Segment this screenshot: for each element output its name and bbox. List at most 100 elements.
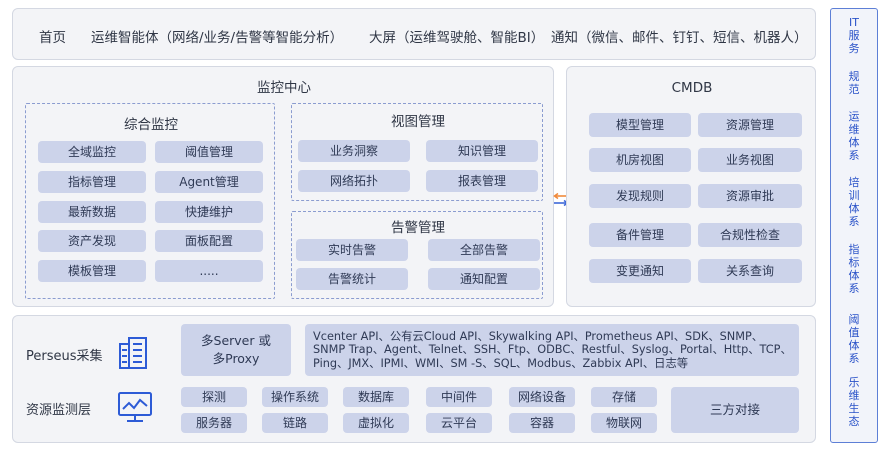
monitor-center-title: 监控中心 bbox=[257, 80, 311, 96]
sidebar-char: 阈 bbox=[848, 313, 860, 326]
sidebar-char: 规 bbox=[848, 70, 860, 83]
resource-cloud-platform[interactable]: 云平台 bbox=[426, 413, 492, 433]
alert-mgmt-group: 告警管理 实时告警 全部告警 告警统计 通知配置 bbox=[291, 211, 543, 299]
item-all-alerts[interactable]: 全部告警 bbox=[428, 239, 540, 261]
item-template-mgmt[interactable]: 模板管理 bbox=[38, 260, 146, 282]
sidebar-char: 标 bbox=[848, 256, 860, 269]
sidebar-char: IT bbox=[849, 16, 859, 29]
sidebar-char: 态 bbox=[848, 415, 860, 428]
item-global-monitor[interactable]: 全域监控 bbox=[38, 141, 146, 163]
cmdb-title: CMDB bbox=[671, 80, 713, 96]
resource-monitor-label: 资源监测层 bbox=[26, 403, 92, 418]
item-report-mgmt[interactable]: 报表管理 bbox=[426, 170, 538, 192]
item-metric-mgmt[interactable]: 指标管理 bbox=[38, 171, 146, 193]
sidebar-group-4[interactable]: 指标体系 bbox=[840, 243, 868, 295]
item-knowledge-mgmt[interactable]: 知识管理 bbox=[426, 140, 538, 162]
sidebar-char: 体 bbox=[848, 269, 860, 282]
sidebar-char: 体 bbox=[848, 202, 860, 215]
item-relation-query[interactable]: 关系查询 bbox=[698, 259, 802, 283]
sidebar-char: 范 bbox=[848, 83, 860, 96]
item-network-topology[interactable]: 网络拓扑 bbox=[298, 170, 410, 192]
item-threshold-mgmt[interactable]: 阈值管理 bbox=[155, 141, 263, 163]
sidebar-group-2[interactable]: 运维体系 bbox=[840, 110, 868, 162]
sidebar-char: 维 bbox=[848, 389, 860, 402]
sidebar-char: 生 bbox=[848, 402, 860, 415]
sidebar-char: 服 bbox=[848, 29, 860, 42]
sidebar-char: 维 bbox=[848, 123, 860, 136]
comprehensive-monitor-title: 综合监控 bbox=[124, 117, 178, 133]
sidebar-char: 系 bbox=[848, 149, 860, 162]
third-party-integration[interactable]: 三方对接 bbox=[671, 387, 799, 433]
protocols-line-2: SNMP Trap、Agent、Telnet、SSH、Ftp、ODBC、Rest… bbox=[313, 343, 792, 357]
item-change-notify[interactable]: 变更通知 bbox=[589, 259, 691, 283]
resource-container[interactable]: 容器 bbox=[509, 413, 575, 433]
resource-probe[interactable]: 探测 bbox=[181, 387, 247, 407]
sidebar-char: 训 bbox=[848, 189, 860, 202]
resource-network-device[interactable]: 网络设备 bbox=[509, 387, 575, 407]
protocols-box: Vcenter API、公有云Cloud API、Skywalking API、… bbox=[305, 324, 799, 376]
item-model-mgmt[interactable]: 模型管理 bbox=[589, 113, 691, 137]
resource-virtualization[interactable]: 虚拟化 bbox=[343, 413, 409, 433]
item-latest-data[interactable]: 最新数据 bbox=[38, 201, 146, 223]
view-mgmt-title: 视图管理 bbox=[391, 114, 445, 130]
item-discovery-rules[interactable]: 发现规则 bbox=[589, 184, 691, 208]
sidebar-char: 培 bbox=[848, 176, 860, 189]
item-asset-discovery[interactable]: 资产发现 bbox=[38, 230, 146, 252]
resource-link[interactable]: 链路 bbox=[262, 413, 328, 433]
item-alert-stats[interactable]: 告警统计 bbox=[296, 268, 408, 290]
item-business-insight[interactable]: 业务洞察 bbox=[298, 140, 410, 162]
sidebar-char: 体 bbox=[848, 136, 860, 149]
resource-storage[interactable]: 存储 bbox=[591, 387, 657, 407]
sidebar-char: 值 bbox=[848, 326, 860, 339]
server-proxy-line-1: 多Server 或 bbox=[201, 332, 271, 348]
sidebar-group-6[interactable]: 乐维生态 bbox=[840, 376, 868, 428]
item-agent-mgmt[interactable]: Agent管理 bbox=[155, 171, 263, 193]
item-resource-approval[interactable]: 资源审批 bbox=[698, 184, 802, 208]
monitor-chart-icon bbox=[117, 391, 153, 423]
resource-server[interactable]: 服务器 bbox=[181, 413, 247, 433]
item-datacenter-view[interactable]: 机房视图 bbox=[589, 148, 691, 172]
resource-os[interactable]: 操作系统 bbox=[262, 387, 328, 407]
sidebar-group-3[interactable]: 培训体系 bbox=[840, 176, 868, 228]
sidebar-char: 指 bbox=[848, 243, 860, 256]
item-spare-parts[interactable]: 备件管理 bbox=[589, 223, 691, 247]
sync-arrows-icon bbox=[552, 192, 570, 208]
protocols-line-3: Ping、JMX、IPMI、WMI、SM -S、SQL、Modbus、Zabbi… bbox=[313, 356, 689, 370]
item-panel-config[interactable]: 面板配置 bbox=[155, 230, 263, 252]
item-quick-maintenance[interactable]: 快捷维护 bbox=[155, 201, 263, 223]
collection-panel: Perseus采集 资源监测层 多Server 或 多Proxy Vcent bbox=[12, 315, 816, 443]
resource-middleware[interactable]: 中间件 bbox=[426, 387, 492, 407]
nav-notification[interactable]: 通知（微信、邮件、钉钉、短信、机器人） bbox=[551, 30, 808, 46]
comprehensive-monitor-group: 综合监控 全域监控 阈值管理 指标管理 Agent管理 最新数据 快捷维护 资产… bbox=[25, 103, 275, 299]
item-business-view[interactable]: 业务视图 bbox=[698, 148, 802, 172]
item-realtime-alert[interactable]: 实时告警 bbox=[296, 239, 408, 261]
right-sidebar bbox=[830, 8, 878, 443]
view-mgmt-group: 视图管理 业务洞察 知识管理 网络拓扑 报表管理 bbox=[291, 103, 543, 201]
alert-mgmt-title: 告警管理 bbox=[391, 220, 445, 236]
perseus-collection-label: Perseus采集 bbox=[26, 349, 103, 364]
item-notify-config[interactable]: 通知配置 bbox=[428, 268, 540, 290]
nav-ops-agent[interactable]: 运维智能体（网络/业务/告警等智能分析） bbox=[91, 30, 344, 46]
resource-iot[interactable]: 物联网 bbox=[591, 413, 657, 433]
sidebar-group-1[interactable]: 规范 bbox=[840, 70, 868, 96]
sidebar-char: 体 bbox=[848, 339, 860, 352]
item-resource-mgmt[interactable]: 资源管理 bbox=[698, 113, 802, 137]
protocols-line-1: Vcenter API、公有云Cloud API、Skywalking API、… bbox=[313, 329, 764, 343]
sidebar-group-5[interactable]: 阈值体系 bbox=[840, 313, 868, 365]
nav-home[interactable]: 首页 bbox=[39, 30, 66, 46]
sidebar-char: 务 bbox=[848, 42, 860, 55]
server-proxy-line-2: 多Proxy bbox=[212, 351, 260, 366]
top-bar: 首页 运维智能体（网络/业务/告警等智能分析） 大屏（运维驾驶舱、智能BI） 通… bbox=[12, 8, 816, 60]
building-icon bbox=[118, 336, 150, 370]
item-compliance-check[interactable]: 合规性检查 bbox=[698, 223, 802, 247]
multi-server-proxy-box[interactable]: 多Server 或 多Proxy bbox=[181, 324, 291, 376]
nav-big-screen[interactable]: 大屏（运维驾驶舱、智能BI） bbox=[369, 30, 545, 46]
monitor-center-panel: 监控中心 综合监控 全域监控 阈值管理 指标管理 Agent管理 最新数据 快捷… bbox=[12, 66, 554, 307]
resource-database[interactable]: 数据库 bbox=[343, 387, 409, 407]
sidebar-char: 系 bbox=[848, 282, 860, 295]
item-more[interactable]: ..... bbox=[155, 260, 263, 282]
sidebar-char: 运 bbox=[848, 110, 860, 123]
cmdb-panel: CMDB 模型管理 资源管理 机房视图 业务视图 发现规则 资源审批 备件管理 … bbox=[566, 66, 816, 307]
sidebar-char: 系 bbox=[848, 215, 860, 228]
